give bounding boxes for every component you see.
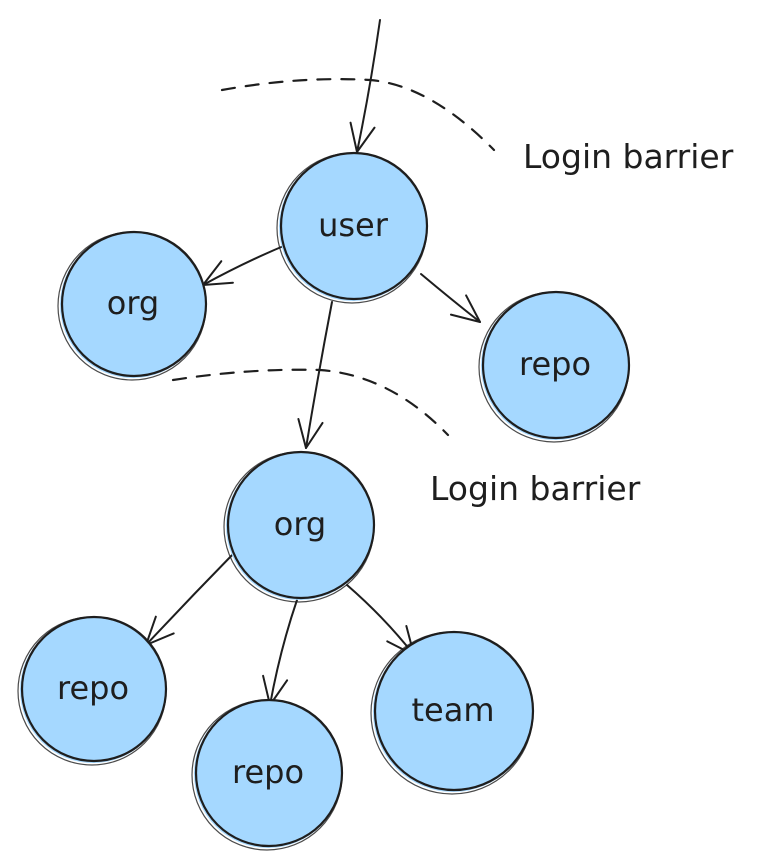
node-circle xyxy=(20,617,166,763)
edge-arrow xyxy=(346,584,415,656)
edge-line xyxy=(420,273,481,323)
barrier-label: Login barrier xyxy=(430,469,641,508)
edge-arrow xyxy=(145,550,237,646)
edge-line xyxy=(269,599,298,706)
edge-arrow xyxy=(297,301,333,449)
node-repo-left: repo xyxy=(17,615,168,766)
node-outline-sketch xyxy=(478,291,630,443)
node-team: team xyxy=(370,630,535,795)
edge-line xyxy=(356,19,381,153)
node-circle xyxy=(226,452,374,600)
node-layer: user org repo org repo repo team xyxy=(17,151,631,851)
node-label: repo xyxy=(232,753,304,791)
edge-arrow xyxy=(420,273,481,323)
node-label: org xyxy=(274,505,326,543)
edge-arrow xyxy=(349,19,381,153)
node-repo-bottom: repo xyxy=(191,698,344,851)
node-label: team xyxy=(411,691,494,729)
node-org-top: org xyxy=(57,230,208,381)
edge-line xyxy=(145,550,237,646)
edge-layer xyxy=(145,19,481,706)
node-circle xyxy=(194,700,342,848)
edge-line xyxy=(202,244,287,286)
barrier-label: Login barrier xyxy=(523,137,734,176)
node-circle xyxy=(60,232,206,378)
node-outline-sketch xyxy=(276,152,428,304)
node-user: user xyxy=(276,151,429,304)
node-label: org xyxy=(107,284,159,322)
edge-line xyxy=(346,584,415,656)
node-circle xyxy=(481,292,629,440)
login-barrier: Login barrier xyxy=(220,78,734,176)
node-outline-sketch xyxy=(17,616,167,766)
node-circle xyxy=(373,632,533,792)
edge-arrow xyxy=(262,599,298,706)
edge-line xyxy=(305,301,333,449)
node-circle xyxy=(279,153,427,301)
arrowhead xyxy=(449,294,481,323)
edge-arrow xyxy=(202,244,287,286)
login-barrier: Login barrier xyxy=(171,368,641,508)
arrowhead xyxy=(297,417,324,449)
node-outline-sketch xyxy=(57,231,207,381)
node-org-mid: org xyxy=(223,450,376,603)
node-outline-sketch xyxy=(191,699,343,851)
node-label: user xyxy=(318,206,389,244)
node-outline-sketch xyxy=(223,451,375,603)
node-outline-sketch xyxy=(370,631,534,795)
node-repo-top: repo xyxy=(478,290,631,443)
node-label: repo xyxy=(57,669,129,707)
barrier-dashed-line xyxy=(220,78,496,152)
node-label: repo xyxy=(519,345,591,383)
